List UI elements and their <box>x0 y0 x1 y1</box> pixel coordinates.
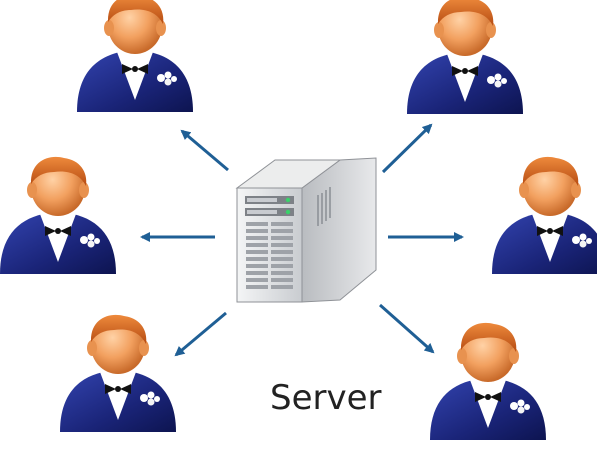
arrow-to-top-right <box>381 123 433 174</box>
arrow-to-bottom-right <box>379 303 435 354</box>
server-label: Server <box>270 378 382 418</box>
user-icon-middle-right <box>492 156 597 274</box>
user-icon-top-right <box>407 0 523 114</box>
user-icon-bottom-right <box>430 322 546 440</box>
arrow-to-bottom-left <box>174 311 227 357</box>
user-icon-middle-left <box>0 156 116 274</box>
user-icon-bottom-left <box>60 314 176 432</box>
user-icon-top-left <box>77 0 193 112</box>
arrow-to-top-left <box>180 129 229 172</box>
server-tower-icon <box>235 157 377 303</box>
